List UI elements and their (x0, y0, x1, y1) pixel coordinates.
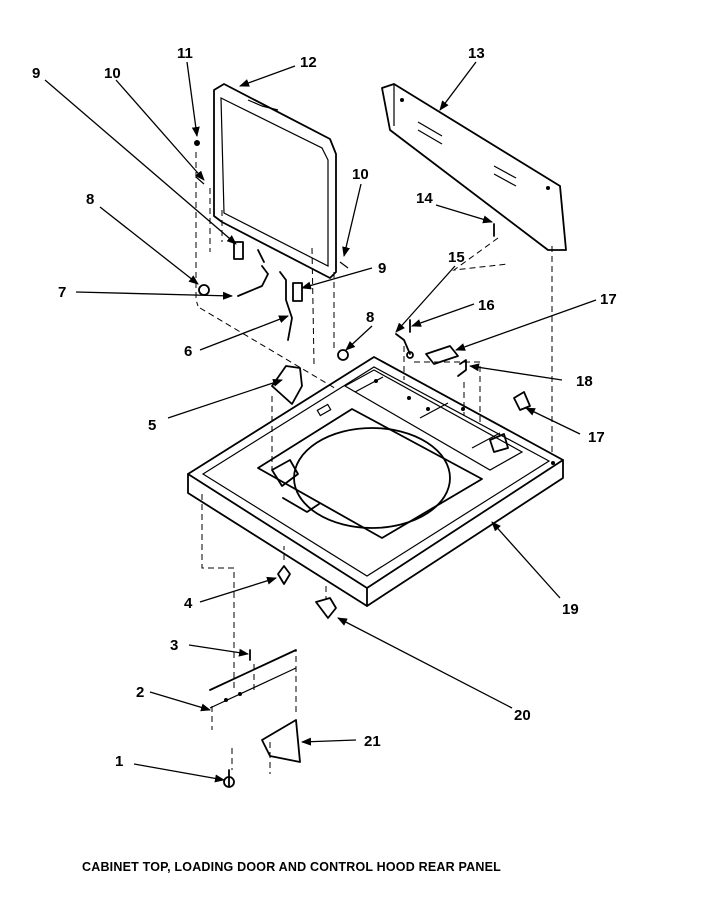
screw-11 (194, 140, 200, 146)
bracket-21 (261, 719, 301, 763)
clip-18 (457, 359, 467, 377)
callout-15: 15 (448, 249, 465, 266)
callout-2: 2 (136, 684, 144, 701)
callout-4: 4 (184, 595, 193, 612)
insulator-17-side (513, 391, 531, 411)
wire-harness-15 (395, 333, 414, 359)
insulator-17-top (425, 345, 459, 365)
callout-21: 21 (364, 733, 381, 750)
callout-labels: 9 10 11 12 13 10 8 14 9 15 7 16 17 8 6 1… (32, 45, 617, 770)
callout-13: 13 (468, 45, 485, 62)
callout-5: 5 (148, 417, 156, 434)
bracket-2 (209, 649, 297, 730)
door-hinge-left (233, 241, 244, 260)
callout-14: 14 (416, 190, 433, 207)
screw-1 (223, 769, 235, 788)
callout-10-left: 10 (104, 65, 121, 82)
hinge-rod-6 (279, 271, 293, 341)
callout-12: 12 (300, 54, 317, 71)
callout-19: 19 (562, 601, 579, 618)
callout-3: 3 (170, 637, 178, 654)
bumper-8-right (337, 349, 349, 361)
callout-8-right: 8 (366, 309, 374, 326)
screw-10-right (339, 261, 349, 269)
callout-9-right: 9 (378, 260, 386, 277)
lid-switch-actuator-5 (271, 365, 303, 405)
callout-20: 20 (514, 707, 531, 724)
callout-1: 1 (115, 753, 123, 770)
callout-18: 18 (576, 373, 593, 390)
foot-20 (315, 597, 337, 619)
loading-door (213, 83, 337, 279)
callout-16: 16 (478, 297, 495, 314)
hinge-rod-7 (237, 249, 269, 297)
callout-6: 6 (184, 343, 192, 360)
callout-9-left: 9 (32, 65, 40, 82)
cabinet-top (187, 356, 564, 607)
callout-8-left: 8 (86, 191, 94, 208)
door-hinge-right (292, 282, 303, 302)
callout-17-side: 17 (588, 429, 605, 446)
grommet-4 (277, 565, 291, 585)
callout-7: 7 (58, 284, 66, 301)
callout-17-top: 17 (600, 291, 617, 308)
callout-11: 11 (177, 45, 193, 62)
bumper-8-left (198, 284, 210, 296)
assembly-guide-lines (195, 152, 553, 774)
control-hood-rear-panel (381, 83, 567, 251)
leader-lines (44, 61, 597, 783)
diagram-caption: CABINET TOP, LOADING DOOR AND CONTROL HO… (82, 860, 501, 874)
callout-10-right: 10 (352, 166, 369, 183)
